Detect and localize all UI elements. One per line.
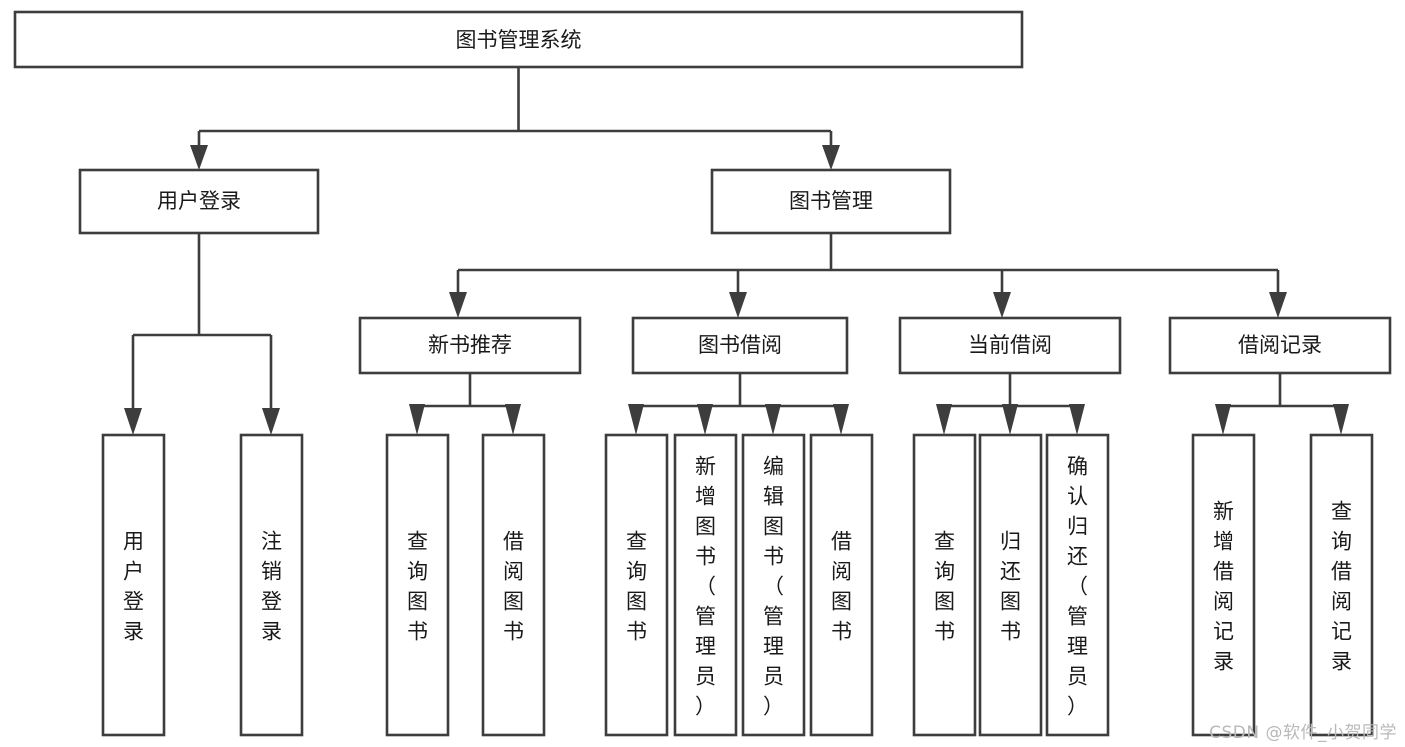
node-book-borrow[interactable]: 图书借阅 bbox=[631, 316, 849, 375]
node-leaf-return-book[interactable]: 归还图书 bbox=[978, 433, 1043, 737]
arrow-root-to-book-management bbox=[822, 145, 840, 170]
borrow-records-box[interactable] bbox=[1168, 316, 1392, 375]
leaf-add-borrow-record-box[interactable] bbox=[1191, 433, 1256, 737]
arrow-to-leaf-borrow-book bbox=[833, 404, 849, 435]
node-leaf-query-borrow-record[interactable]: 查询借阅记录 bbox=[1309, 433, 1374, 737]
arrow-to-current-borrow bbox=[993, 292, 1011, 318]
leaf-query-book-current-label: 查询图书 bbox=[934, 529, 955, 643]
leaf-query-book-current-box[interactable] bbox=[912, 433, 977, 737]
node-leaf-add-book-admin[interactable]: 新增图书（管理员） bbox=[673, 433, 738, 737]
leaf-borrow-book-recommend-box[interactable] bbox=[481, 433, 546, 737]
root-label: 图书管理系统 bbox=[456, 28, 582, 52]
arrow-to-leaf-add-book-admin bbox=[697, 404, 713, 435]
leaf-borrow-book-recommend-label: 借阅图书 bbox=[503, 529, 524, 643]
edges-layer bbox=[124, 67, 1349, 435]
leaf-add-book-admin-box[interactable] bbox=[673, 433, 738, 737]
user-login-label: 用户登录 bbox=[157, 189, 241, 213]
csdn-watermark: CSDN @软件_小贺同学 bbox=[1209, 723, 1397, 743]
node-leaf-user-login[interactable]: 用户登录 bbox=[101, 433, 166, 737]
leaf-edit-book-admin-box[interactable] bbox=[741, 433, 806, 737]
book-borrow-box[interactable] bbox=[631, 316, 849, 375]
arrow-to-leaf-return-book bbox=[1002, 404, 1018, 435]
leaf-user-login-label: 用户登录 bbox=[123, 529, 144, 643]
arrow-root-to-user-login bbox=[190, 145, 208, 170]
leaf-query-book-recommend-box[interactable] bbox=[385, 433, 450, 737]
leaf-logout-box[interactable] bbox=[239, 433, 304, 737]
root-box[interactable] bbox=[13, 10, 1024, 69]
node-leaf-query-book-borrow[interactable]: 查询图书 bbox=[604, 433, 669, 737]
leaf-query-borrow-record-box[interactable] bbox=[1309, 433, 1374, 737]
node-leaf-borrow-book[interactable]: 借阅图书 bbox=[809, 433, 874, 737]
new-book-recommend-box[interactable] bbox=[358, 316, 582, 375]
node-leaf-query-book-current[interactable]: 查询图书 bbox=[912, 433, 977, 737]
leaf-query-borrow-record-label: 查询借阅记录 bbox=[1331, 499, 1352, 673]
arrow-to-leaf-query-book-borrow bbox=[628, 404, 644, 435]
user-login-box[interactable] bbox=[78, 168, 320, 235]
arrow-to-leaf-confirm-return-admin bbox=[1069, 404, 1085, 435]
node-leaf-confirm-return-admin[interactable]: 确认归还（管理员） bbox=[1045, 433, 1110, 737]
new-book-recommend-label: 新书推荐 bbox=[428, 333, 512, 357]
node-user-login[interactable]: 用户登录 bbox=[78, 168, 320, 235]
node-leaf-logout[interactable]: 注销登录 bbox=[239, 433, 304, 737]
leaf-query-book-recommend-label: 查询图书 bbox=[407, 529, 428, 643]
borrow-records-label: 借阅记录 bbox=[1238, 333, 1322, 357]
arrow-to-leaf-query-book-current bbox=[936, 404, 952, 435]
arrow-to-leaf-add-borrow-record bbox=[1215, 404, 1231, 435]
arrow-to-borrow-records bbox=[1269, 292, 1287, 318]
leaf-query-book-borrow-label: 查询图书 bbox=[626, 529, 647, 643]
node-root[interactable]: 图书管理系统 bbox=[13, 10, 1024, 69]
leaf-return-book-box[interactable] bbox=[978, 433, 1043, 737]
leaf-user-login-box[interactable] bbox=[101, 433, 166, 737]
node-borrow-records[interactable]: 借阅记录 bbox=[1168, 316, 1392, 375]
leaf-confirm-return-admin-label: 确认归还（管理员） bbox=[1067, 454, 1088, 718]
arrow-to-leaf-logout bbox=[262, 408, 280, 435]
book-management-box[interactable] bbox=[710, 168, 952, 235]
arrow-to-leaf-query-book-recommend bbox=[409, 404, 425, 435]
node-leaf-borrow-book-recommend[interactable]: 借阅图书 bbox=[481, 433, 546, 737]
arrow-to-leaf-user-login bbox=[124, 408, 142, 435]
node-leaf-add-borrow-record[interactable]: 新增借阅记录 bbox=[1191, 433, 1256, 737]
leaf-edit-book-admin-label: 编辑图书（管理员） bbox=[763, 454, 784, 718]
current-borrow-box[interactable] bbox=[898, 316, 1122, 375]
current-borrow-label: 当前借阅 bbox=[968, 333, 1052, 357]
leaf-logout-label: 注销登录 bbox=[261, 529, 282, 643]
arrow-to-leaf-query-borrow-record bbox=[1333, 404, 1349, 435]
leaf-return-book-label: 归还图书 bbox=[1000, 529, 1021, 643]
leaf-confirm-return-admin-box[interactable] bbox=[1045, 433, 1110, 737]
node-new-book-recommend[interactable]: 新书推荐 bbox=[358, 316, 582, 375]
arrow-to-new-book-recommend bbox=[449, 292, 467, 318]
leaf-add-borrow-record-label: 新增借阅记录 bbox=[1213, 499, 1234, 673]
node-leaf-edit-book-admin[interactable]: 编辑图书（管理员） bbox=[741, 433, 806, 737]
arrow-to-leaf-borrow-book-recommend bbox=[505, 404, 521, 435]
node-book-management[interactable]: 图书管理 bbox=[710, 168, 952, 235]
leaf-borrow-book-box[interactable] bbox=[809, 433, 874, 737]
node-leaf-query-book-recommend[interactable]: 查询图书 bbox=[385, 433, 450, 737]
book-borrow-label: 图书借阅 bbox=[698, 333, 782, 357]
leaf-add-book-admin-label: 新增图书（管理员） bbox=[695, 454, 716, 718]
node-current-borrow[interactable]: 当前借阅 bbox=[898, 316, 1122, 375]
arrow-to-book-borrow bbox=[729, 292, 747, 318]
leaf-borrow-book-label: 借阅图书 bbox=[831, 529, 852, 643]
book-management-label: 图书管理 bbox=[789, 189, 873, 213]
arrow-to-leaf-edit-book-admin bbox=[765, 404, 781, 435]
leaf-query-book-borrow-box[interactable] bbox=[604, 433, 669, 737]
